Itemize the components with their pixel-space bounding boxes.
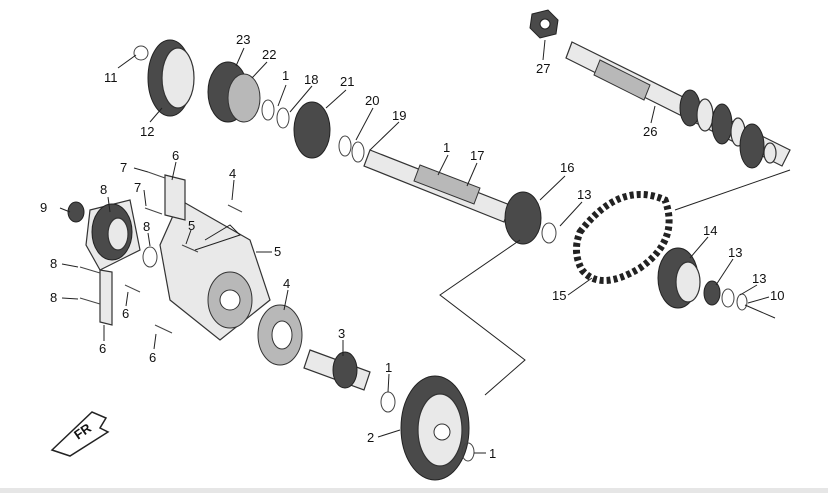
part-label-22: 22 — [262, 47, 276, 62]
part-label-11: 9 — [40, 200, 47, 215]
part-label-1-shaft: 1 — [443, 140, 450, 155]
part-label-21: 21 — [340, 74, 354, 89]
part-label-8-mid: 8 — [50, 256, 57, 271]
part-label-7-bottom: 6 — [99, 341, 106, 356]
part-label-1-upper: 1 — [282, 68, 289, 83]
part-label-2: 2 — [367, 430, 374, 445]
drive-chain — [573, 190, 673, 284]
part-label-8-bottom: 8 — [50, 290, 57, 305]
part-label-6-top: 4 — [229, 166, 236, 181]
part-label-1-bottom: 1 — [489, 446, 496, 461]
counter-shaft-assembly — [293, 101, 557, 245]
part-label-8-second: 7 — [134, 180, 141, 195]
part-label-1-lower: 1 — [385, 360, 392, 375]
part-label-6-lower: 6 — [122, 306, 129, 321]
gearbox-housing — [67, 171, 271, 341]
part-label-16: 15 — [552, 288, 566, 303]
part-label-24: 12 — [140, 124, 154, 139]
part-label-14: 13 — [728, 245, 742, 260]
right-sprocket-assembly — [657, 247, 748, 311]
part-label-25: 11 — [104, 70, 118, 85]
part-label-27: 27 — [536, 61, 550, 76]
part-label-8-top: 7 — [120, 160, 127, 175]
part-label-19-upper: 18 — [304, 72, 318, 87]
part-label-6-mid: 5 — [188, 218, 195, 233]
bottom-edge-bar — [0, 488, 828, 493]
part-label-17: 16 — [560, 160, 574, 175]
part-label-10: 8 — [100, 182, 107, 197]
part-label-12: 10 — [770, 288, 784, 303]
part-number-labels: 11 12 23 22 1 18 21 20 19 1 17 16 13 15 … — [40, 32, 784, 461]
part-label-9: 8 — [143, 219, 150, 234]
part-label-13-left: 13 — [577, 187, 591, 202]
part-label-6-bottom: 6 — [149, 350, 156, 365]
part-label-4: 4 — [283, 276, 290, 291]
assembly-connector-lines — [194, 169, 791, 396]
part-label-13-right: 13 — [752, 271, 766, 286]
part-label-15: 14 — [703, 223, 717, 238]
part-label-3: 3 — [338, 326, 345, 341]
part-label-20: 20 — [365, 93, 379, 108]
part-label-19-lower: 19 — [392, 108, 406, 123]
leader-lines — [59, 39, 770, 454]
part-label-5: 5 — [274, 244, 281, 259]
main-shaft-assembly — [529, 9, 791, 169]
upper-gear-cluster — [133, 39, 290, 129]
part-label-26: 26 — [643, 124, 657, 139]
part-label-18: 17 — [470, 148, 484, 163]
output-shaft-assembly — [257, 304, 475, 481]
part-label-23: 23 — [236, 32, 250, 47]
part-label-7-top: 6 — [172, 148, 179, 163]
front-direction-marker: FR — [50, 411, 110, 457]
